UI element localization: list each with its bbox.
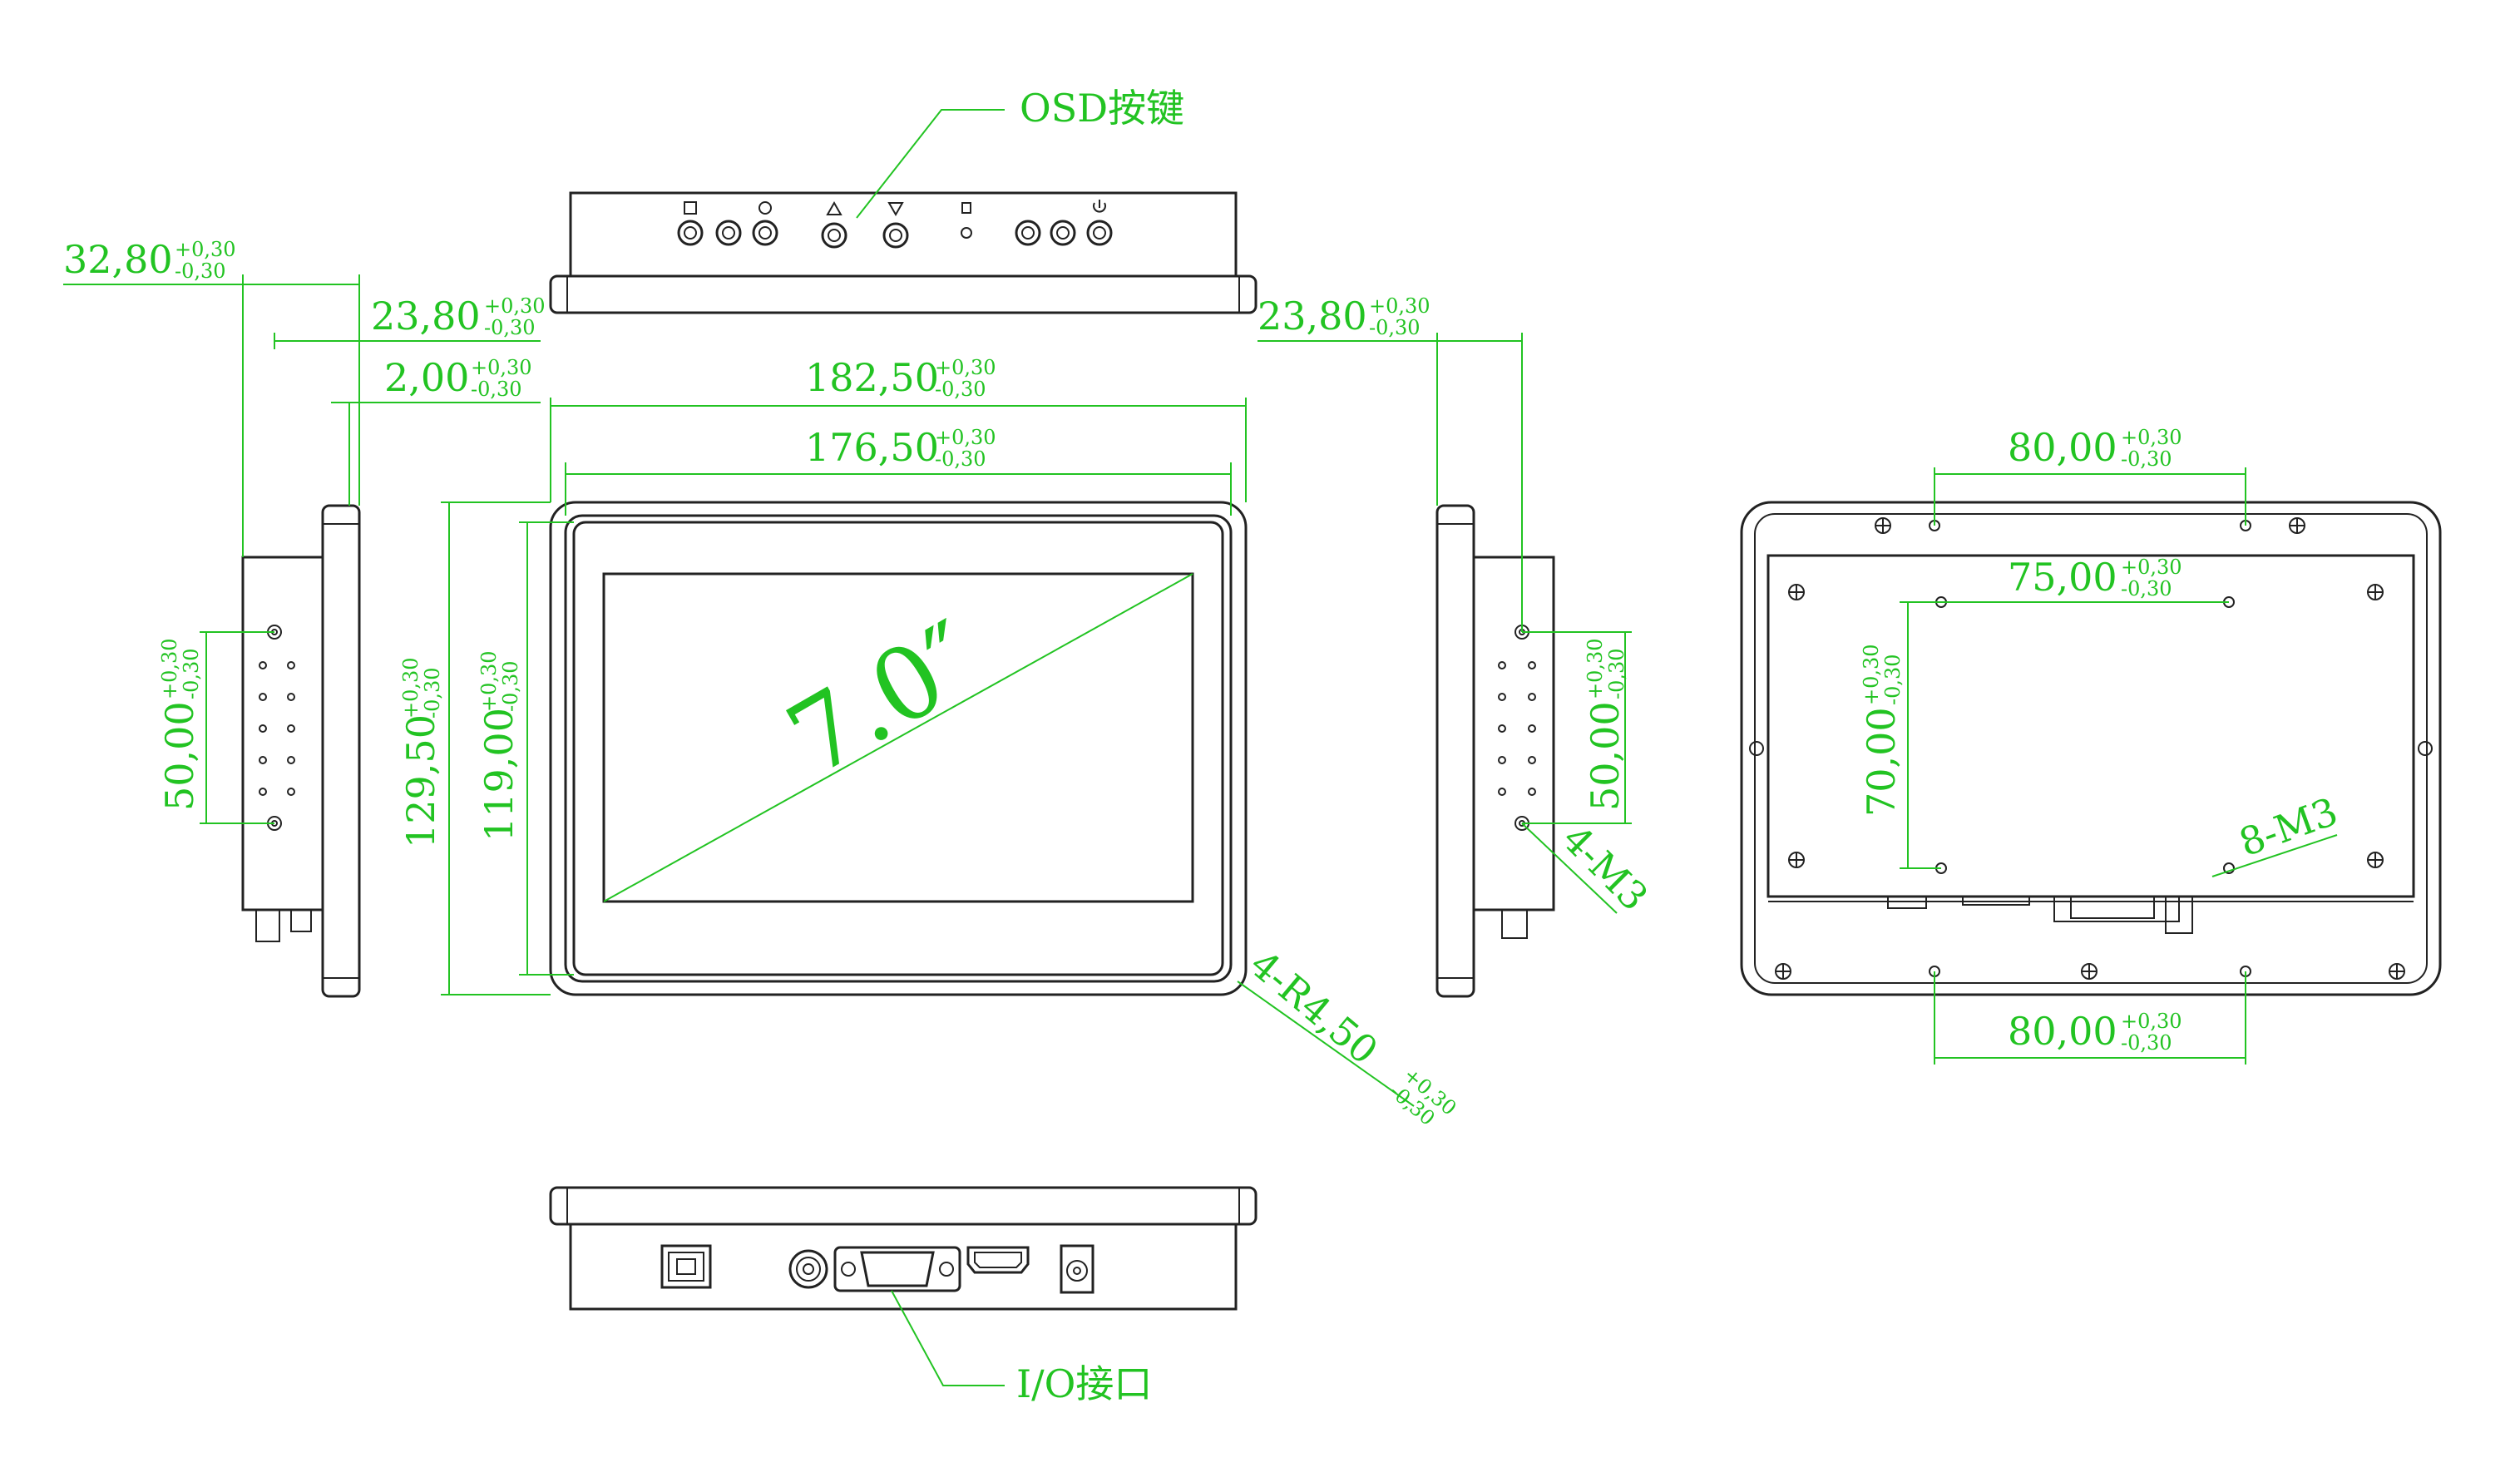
side-depth-total-value: 32,80 — [63, 237, 173, 282]
side-hole-pitch-left-value: 50,00 — [157, 701, 202, 811]
svg-text:+0,30: +0,30 — [1584, 638, 1607, 699]
svg-text:-0,30: -0,30 — [180, 648, 203, 699]
io-leader — [891, 1290, 1005, 1386]
svg-text:+0,30: +0,30 — [2121, 556, 2182, 579]
back-bottom-pitch-value: 80,00 — [2008, 1009, 2117, 1054]
height-inner-value: 119,00 — [477, 708, 521, 842]
io-label: I/O接口 — [1016, 1361, 1152, 1406]
bottom-view: I/O接口 — [549, 1186, 1258, 1406]
osd-down-button — [882, 222, 909, 249]
bottom-view-bezel — [549, 1186, 1258, 1226]
back-top-pitch-value: 80,00 — [2008, 425, 2117, 470]
top-view-bezel — [549, 274, 1258, 314]
svg-text:-0,30: -0,30 — [484, 316, 536, 339]
screen-size-label: 7.0″ — [769, 600, 997, 798]
osd-leader — [856, 109, 1005, 219]
back-screws-label: 8-M3 — [2233, 788, 2343, 865]
top-view: OSD按键 — [549, 86, 1258, 314]
svg-text:-0,30: -0,30 — [1369, 316, 1421, 339]
svg-text:-0,30: -0,30 — [2121, 577, 2172, 600]
svg-text:+0,30: +0,30 — [1860, 644, 1883, 705]
svg-text:+0,30: +0,30 — [175, 238, 236, 261]
left-side-body — [241, 556, 324, 911]
back-vesa-h-value: 75,00 — [2008, 555, 2117, 600]
svg-text:+0,30: +0,30 — [2121, 426, 2182, 449]
side-hole-pitch-right-value: 50,00 — [1583, 701, 1628, 811]
screen-diagonal — [603, 573, 1193, 902]
rear-frame-screws — [1775, 517, 2405, 980]
usb-b-port — [660, 1244, 712, 1289]
back-screws-leader — [2211, 834, 2338, 877]
svg-text:+0,30: +0,30 — [399, 657, 422, 719]
svg-text:-0,30: -0,30 — [2121, 447, 2172, 471]
svg-text:-0,30: -0,30 — [935, 378, 986, 401]
svg-text:+0,30: +0,30 — [484, 294, 546, 318]
osd-up-button — [821, 222, 847, 249]
audio-jack — [788, 1249, 828, 1289]
svg-text:-0,30: -0,30 — [471, 378, 522, 401]
right-vent-holes — [1498, 625, 1536, 831]
height-outer-value: 129,50 — [398, 714, 443, 848]
svg-text:-0,30: -0,30 — [935, 447, 986, 471]
menu-icon — [684, 201, 697, 215]
svg-text:-0,30: -0,30 — [499, 660, 522, 712]
side-screws-leader — [1521, 823, 1618, 914]
up-icon — [826, 200, 842, 215]
svg-text:-0,30: -0,30 — [1605, 648, 1628, 699]
osd-source-button — [1015, 220, 1041, 246]
source-icon — [961, 202, 971, 214]
corner-radius-leader — [1237, 981, 1415, 1107]
right-side-view: 23,80 +0,30 -0,30 50,00 +0,30 -0,30 4-M3 — [1258, 294, 1657, 998]
osd-hex-screw — [715, 220, 742, 246]
front-view: 7.0″ 182,50 +0,30 -0,30 176,50 +0,30 -0,… — [398, 355, 1460, 1130]
corner-radius-value: 4-R4,50 — [1242, 941, 1386, 1073]
left-vent-holes — [259, 625, 295, 831]
svg-text:-0,30: -0,30 — [421, 667, 444, 719]
svg-text:+0,30: +0,30 — [2121, 1010, 2182, 1033]
front-bezel-outer — [549, 501, 1248, 996]
svg-text:+0,30: +0,30 — [477, 650, 501, 712]
display-area — [602, 572, 1194, 903]
svg-text:-0,30: -0,30 — [1881, 654, 1905, 705]
rear-view: 80,00 +0,30 -0,30 75,00 +0,30 -0,30 70,0… — [1740, 425, 2442, 1065]
dc-power-port — [1060, 1244, 1094, 1294]
right-side-bezel — [1435, 504, 1475, 998]
side-depth-body-value: 23,80 — [371, 294, 481, 338]
svg-text:-0,30: -0,30 — [175, 259, 226, 283]
svg-text:+0,30: +0,30 — [471, 356, 532, 379]
side-depth-body-right-value: 23,80 — [1258, 294, 1367, 338]
width-outer-value: 182,50 — [805, 355, 939, 400]
hdmi-port — [966, 1246, 1030, 1274]
width-inner-value: 176,50 — [805, 425, 939, 470]
power-icon — [1093, 200, 1106, 213]
bottom-view-body — [569, 1223, 1238, 1311]
svg-text:+0,30: +0,30 — [935, 426, 996, 449]
down-icon — [887, 202, 904, 217]
side-front-value: 2,00 — [384, 355, 469, 400]
svg-text:+0,30: +0,30 — [935, 356, 996, 379]
top-view-body — [569, 191, 1238, 278]
svg-text:+0,30: +0,30 — [158, 638, 181, 699]
svg-text:-0,30: -0,30 — [2121, 1031, 2172, 1055]
osd-brightness-button — [752, 220, 778, 246]
osd-label: OSD按键 — [1020, 86, 1184, 131]
right-side-body — [1472, 556, 1555, 911]
vga-port — [833, 1246, 961, 1292]
svg-text:+0,30: +0,30 — [1369, 294, 1430, 318]
osd-menu-button — [677, 220, 704, 246]
osd-power-button — [1086, 220, 1113, 246]
osd-buttons — [677, 220, 1113, 249]
brightness-icon — [758, 201, 772, 215]
rear-outer-frame — [1740, 501, 2442, 996]
back-vesa-v-value: 70,00 — [1859, 707, 1904, 817]
osd-hex-screw-2 — [1050, 220, 1076, 246]
left-side-view: 32,80 +0,30 -0,30 23,80 +0,30 -0,30 2,00… — [63, 237, 546, 998]
left-side-bezel — [321, 504, 361, 998]
front-bezel-inner — [564, 514, 1233, 983]
osd-led — [961, 227, 972, 239]
